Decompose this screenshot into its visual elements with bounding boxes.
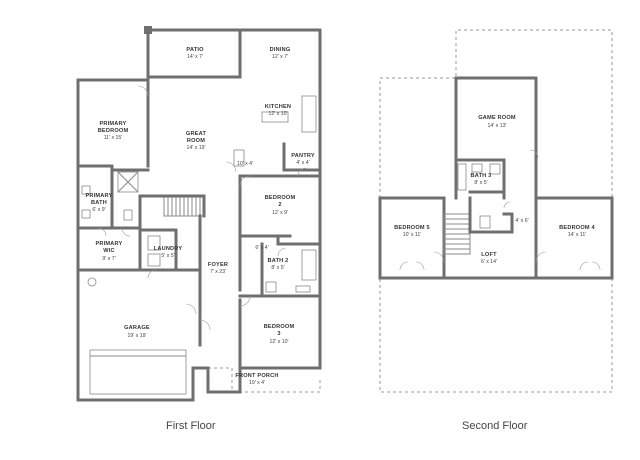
room-name-loft: LOFT	[481, 252, 497, 258]
room-dims-pantry: 4' x 4'	[296, 160, 309, 166]
room-dims-hall-10x4: 10' x 4'	[237, 161, 253, 167]
room-dims-great-room: 14' x 19'	[187, 145, 206, 151]
room-name-garage: GARAGE	[124, 325, 150, 331]
room-dims-patio: 14' x 7'	[187, 54, 203, 60]
room-dims-hall-6x4: 6' x 4'	[255, 245, 268, 251]
room-name-foyer: FOYER	[208, 262, 228, 268]
room-dims-primary-bedroom: 11' x 15'	[104, 135, 123, 141]
room-dims-primary-wic: 9' x 7'	[102, 256, 115, 262]
room-dims-bath-3: 8' x 5'	[474, 180, 487, 186]
room-labels: PATIO 14' x 7' DINING 12' x 7' KITCHEN 1…	[86, 47, 596, 386]
room-name-bedroom-3-line2: 3	[277, 331, 280, 337]
room-dims-foyer: 7' x 23'	[210, 269, 226, 275]
room-dims-bedroom-4: 14' x 11'	[568, 232, 587, 238]
room-dims-bedroom-3: 12' x 10'	[270, 339, 289, 345]
room-name-bedroom-2-line1: BEDROOM	[265, 195, 296, 201]
room-name-primary-bath-line2: BATH	[91, 200, 107, 206]
room-name-game-room: GAME ROOM	[478, 115, 516, 121]
room-dims-loft: 6' x 14'	[481, 259, 497, 265]
room-name-dining: DINING	[270, 47, 291, 53]
room-dims-hall-4x6: 4' x 6'	[515, 218, 528, 224]
room-name-bath-3: BATH 3	[471, 173, 492, 179]
room-name-great-room-line2: ROOM	[187, 138, 205, 144]
room-name-laundry: LAUNDRY	[154, 246, 183, 252]
room-name-front-porch: FRONT PORCH	[235, 373, 278, 379]
room-name-bath-2: BATH 2	[268, 258, 289, 264]
room-dims-dining: 12' x 7'	[272, 54, 288, 60]
room-name-pantry: PANTRY	[291, 153, 315, 159]
room-name-primary-bedroom-line1: PRIMARY	[100, 121, 127, 127]
room-dims-laundry: 5' x 5'	[161, 253, 174, 259]
room-name-bedroom-3-line1: BEDROOM	[264, 324, 295, 330]
room-dims-bath-2: 8' x 5'	[271, 265, 284, 271]
room-dims-bedroom-2: 12' x 9'	[272, 210, 288, 216]
second-floor-caption: Second Floor	[462, 420, 528, 432]
room-name-primary-bedroom-line2: BEDROOM	[98, 128, 129, 134]
room-name-great-room-line1: GREAT	[186, 131, 207, 137]
room-name-bedroom-5: BEDROOM 5	[394, 225, 430, 231]
room-dims-primary-bath: 6' x 9'	[92, 207, 105, 213]
room-dims-kitchen: 12' x 10'	[269, 111, 288, 117]
first-floor-plan	[76, 26, 322, 402]
room-dims-bedroom-5: 10' x 11'	[403, 232, 422, 238]
room-name-primary-bath-line1: PRIMARY	[86, 193, 113, 199]
room-name-primary-wic-line1: PRIMARY	[96, 241, 123, 247]
room-dims-front-porch: 19' x 4'	[249, 380, 265, 386]
room-dims-game-room: 14' x 13'	[488, 123, 507, 129]
first-floor-caption: First Floor	[166, 420, 216, 432]
second-floor-plan	[378, 29, 614, 393]
room-name-primary-wic-line2: WIC	[103, 248, 114, 254]
room-name-bedroom-4: BEDROOM 4	[559, 225, 595, 231]
room-name-kitchen: KITCHEN	[265, 104, 291, 110]
room-name-patio: PATIO	[186, 47, 204, 53]
room-dims-garage: 19' x 19'	[128, 333, 147, 339]
room-name-bedroom-2-line2: 2	[278, 202, 281, 208]
